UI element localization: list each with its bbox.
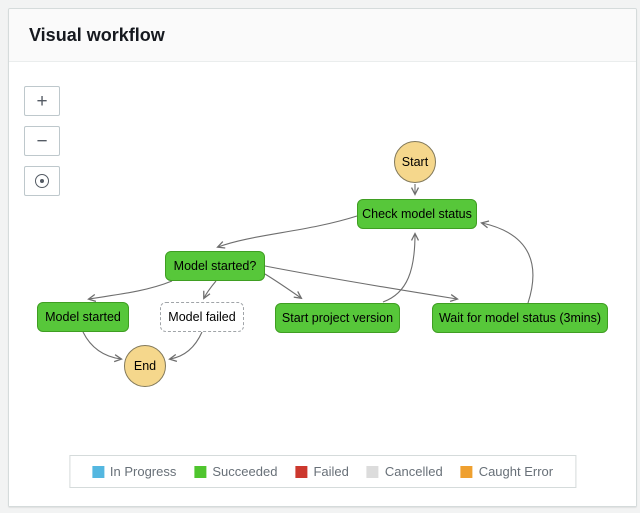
minus-icon: − (36, 130, 48, 152)
legend-label: Cancelled (384, 464, 443, 479)
legend-label: Succeeded (212, 464, 278, 479)
legend-item-succeeded: Succeeded (194, 464, 277, 479)
node-start-project-version[interactable]: Start project version (275, 303, 400, 333)
panel-header: Visual workflow (9, 9, 636, 62)
edge-wait-for-model-status-to-check-model-status (480, 220, 534, 304)
workflow-legend: In Progress Succeeded Failed Cancelled Caugh… (68, 455, 577, 488)
edge-check-model-status-to-model-started-choice (216, 215, 358, 249)
zoom-controls: + − (24, 86, 60, 196)
plus-icon: + (36, 90, 48, 112)
node-model-started[interactable]: Model started (37, 302, 129, 332)
zoom-out-button[interactable]: − (24, 126, 60, 156)
edge-model-failed-to-end (168, 331, 203, 362)
edge-model-started-choice-to-model-failed (203, 280, 217, 300)
edge-start-project-version-to-check-model-status (382, 232, 420, 303)
legend-label: Failed (313, 464, 349, 479)
recenter-icon (35, 174, 49, 188)
legend-item-in-progress: In Progress (91, 464, 177, 479)
legend-item-caught-error: Caught Error (460, 464, 554, 479)
legend-swatch-cancelled (366, 465, 379, 478)
edge-model-started-choice-to-model-started (87, 280, 173, 302)
recenter-button[interactable] (24, 166, 60, 196)
edge-model-started-choice-to-wait-for-model-status (264, 265, 459, 303)
legend-swatch-caught-error (460, 465, 473, 478)
legend-item-cancelled: Cancelled (366, 464, 443, 479)
zoom-in-button[interactable]: + (24, 86, 60, 116)
legend-item-failed: Failed (295, 464, 349, 479)
panel-title: Visual workflow (29, 24, 165, 45)
legend-swatch-failed (295, 465, 308, 478)
legend-swatch-in-progress (91, 465, 104, 478)
edge-model-started-to-end (82, 331, 123, 363)
legend-swatch-succeeded (194, 465, 207, 478)
node-model-failed[interactable]: Model failed (160, 302, 244, 332)
node-end[interactable]: End (124, 345, 166, 387)
legend-label: Caught Error (478, 464, 554, 479)
workflow-edges-layer (82, 184, 534, 363)
edge-model-started-choice-to-start-project-version (264, 273, 303, 300)
node-start[interactable]: Start (394, 141, 436, 183)
node-check-model-status[interactable]: Check model status (357, 199, 477, 229)
node-model-started-choice[interactable]: Model started? (165, 251, 265, 281)
legend-label: In Progress (109, 464, 177, 479)
node-wait-for-model-status[interactable]: Wait for model status (3mins) (432, 303, 608, 333)
